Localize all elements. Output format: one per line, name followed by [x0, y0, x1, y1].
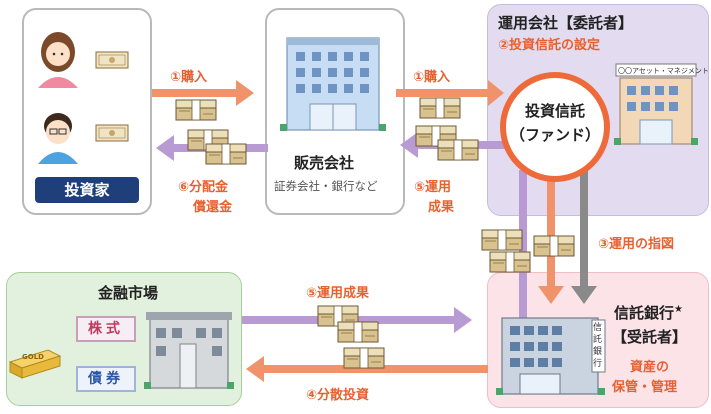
- fund-label: 投資信託: [524, 102, 585, 120]
- results-label-top-line2: 成果: [428, 200, 455, 215]
- investor-label: 投資家: [35, 177, 139, 203]
- seller-subtitle: 証券会社・銀行など: [274, 179, 378, 193]
- trust-bank-title: 信託銀行★: [614, 302, 683, 323]
- step2-label: ②投資信託の設定: [498, 38, 601, 53]
- entrust-vertical-arrow: [538, 178, 564, 304]
- money-bundle-icon: [343, 347, 385, 369]
- bonds-plaque: 債券: [76, 366, 136, 392]
- banknote-icon: [95, 124, 129, 142]
- management-title: 運用会社【委託者】: [498, 14, 634, 32]
- purchase-arrow-left: [152, 80, 254, 106]
- money-bundle-icon: [533, 235, 575, 257]
- trust-bank-name: 信託銀行: [614, 304, 675, 322]
- results-vertical-arrow: [519, 170, 527, 318]
- money-bundle-icon: [205, 143, 247, 165]
- seller-building-icon: [280, 37, 386, 131]
- market-title: 金融市場: [98, 284, 159, 302]
- fund-circle: 投資信託 （ファンド）: [500, 72, 610, 182]
- results-label-top: ⑤運用: [414, 180, 452, 195]
- instruction-label: ③運用の指図: [598, 237, 675, 252]
- trust-duty-line2: 保管・管理: [612, 380, 678, 395]
- exchange-building-icon: [144, 312, 234, 389]
- money-bundle-icon: [481, 229, 523, 251]
- seller-title: 販売会社: [294, 154, 355, 172]
- footnote-mark: ★: [674, 304, 683, 315]
- results-label-bottom: ⑤運用成果: [306, 286, 370, 301]
- trust-building-sign: 信託銀行: [593, 323, 603, 369]
- money-bundle-icon: [337, 321, 379, 343]
- money-bundle-icon: [489, 251, 531, 273]
- gold-bar-icon: [8, 349, 62, 379]
- money-bundle-icon: [419, 97, 461, 119]
- instruction-arrow: [571, 155, 597, 304]
- redemption-label: 償還金: [193, 200, 233, 215]
- purchase-label-left: ①購入: [170, 70, 208, 85]
- investment-arrow: [246, 356, 488, 382]
- purchase-arrow-right: [396, 80, 504, 106]
- investor-man-icon: [38, 113, 78, 164]
- distribution-label: ⑥分配金: [178, 180, 229, 195]
- fund-sublabel: （ファンド）: [509, 126, 600, 144]
- purchase-label-right: ①購入: [413, 70, 451, 85]
- company-sign: 〇〇アセット・マネジメント: [618, 67, 709, 75]
- investor-woman-icon: [38, 32, 78, 88]
- trust-bank-building-icon: [496, 317, 606, 395]
- stocks-plaque: 株式: [76, 316, 136, 342]
- money-bundle-icon: [437, 139, 479, 161]
- banknote-icon: [95, 51, 129, 69]
- gold-bar-label: GOLD: [22, 353, 44, 361]
- management-building-icon: [614, 63, 698, 145]
- investment-label: ④分散投資: [306, 388, 370, 403]
- money-bundle-icon: [175, 99, 217, 121]
- trust-role: 【受託者】: [612, 328, 688, 346]
- trust-duty-line1: 資産の: [630, 360, 670, 375]
